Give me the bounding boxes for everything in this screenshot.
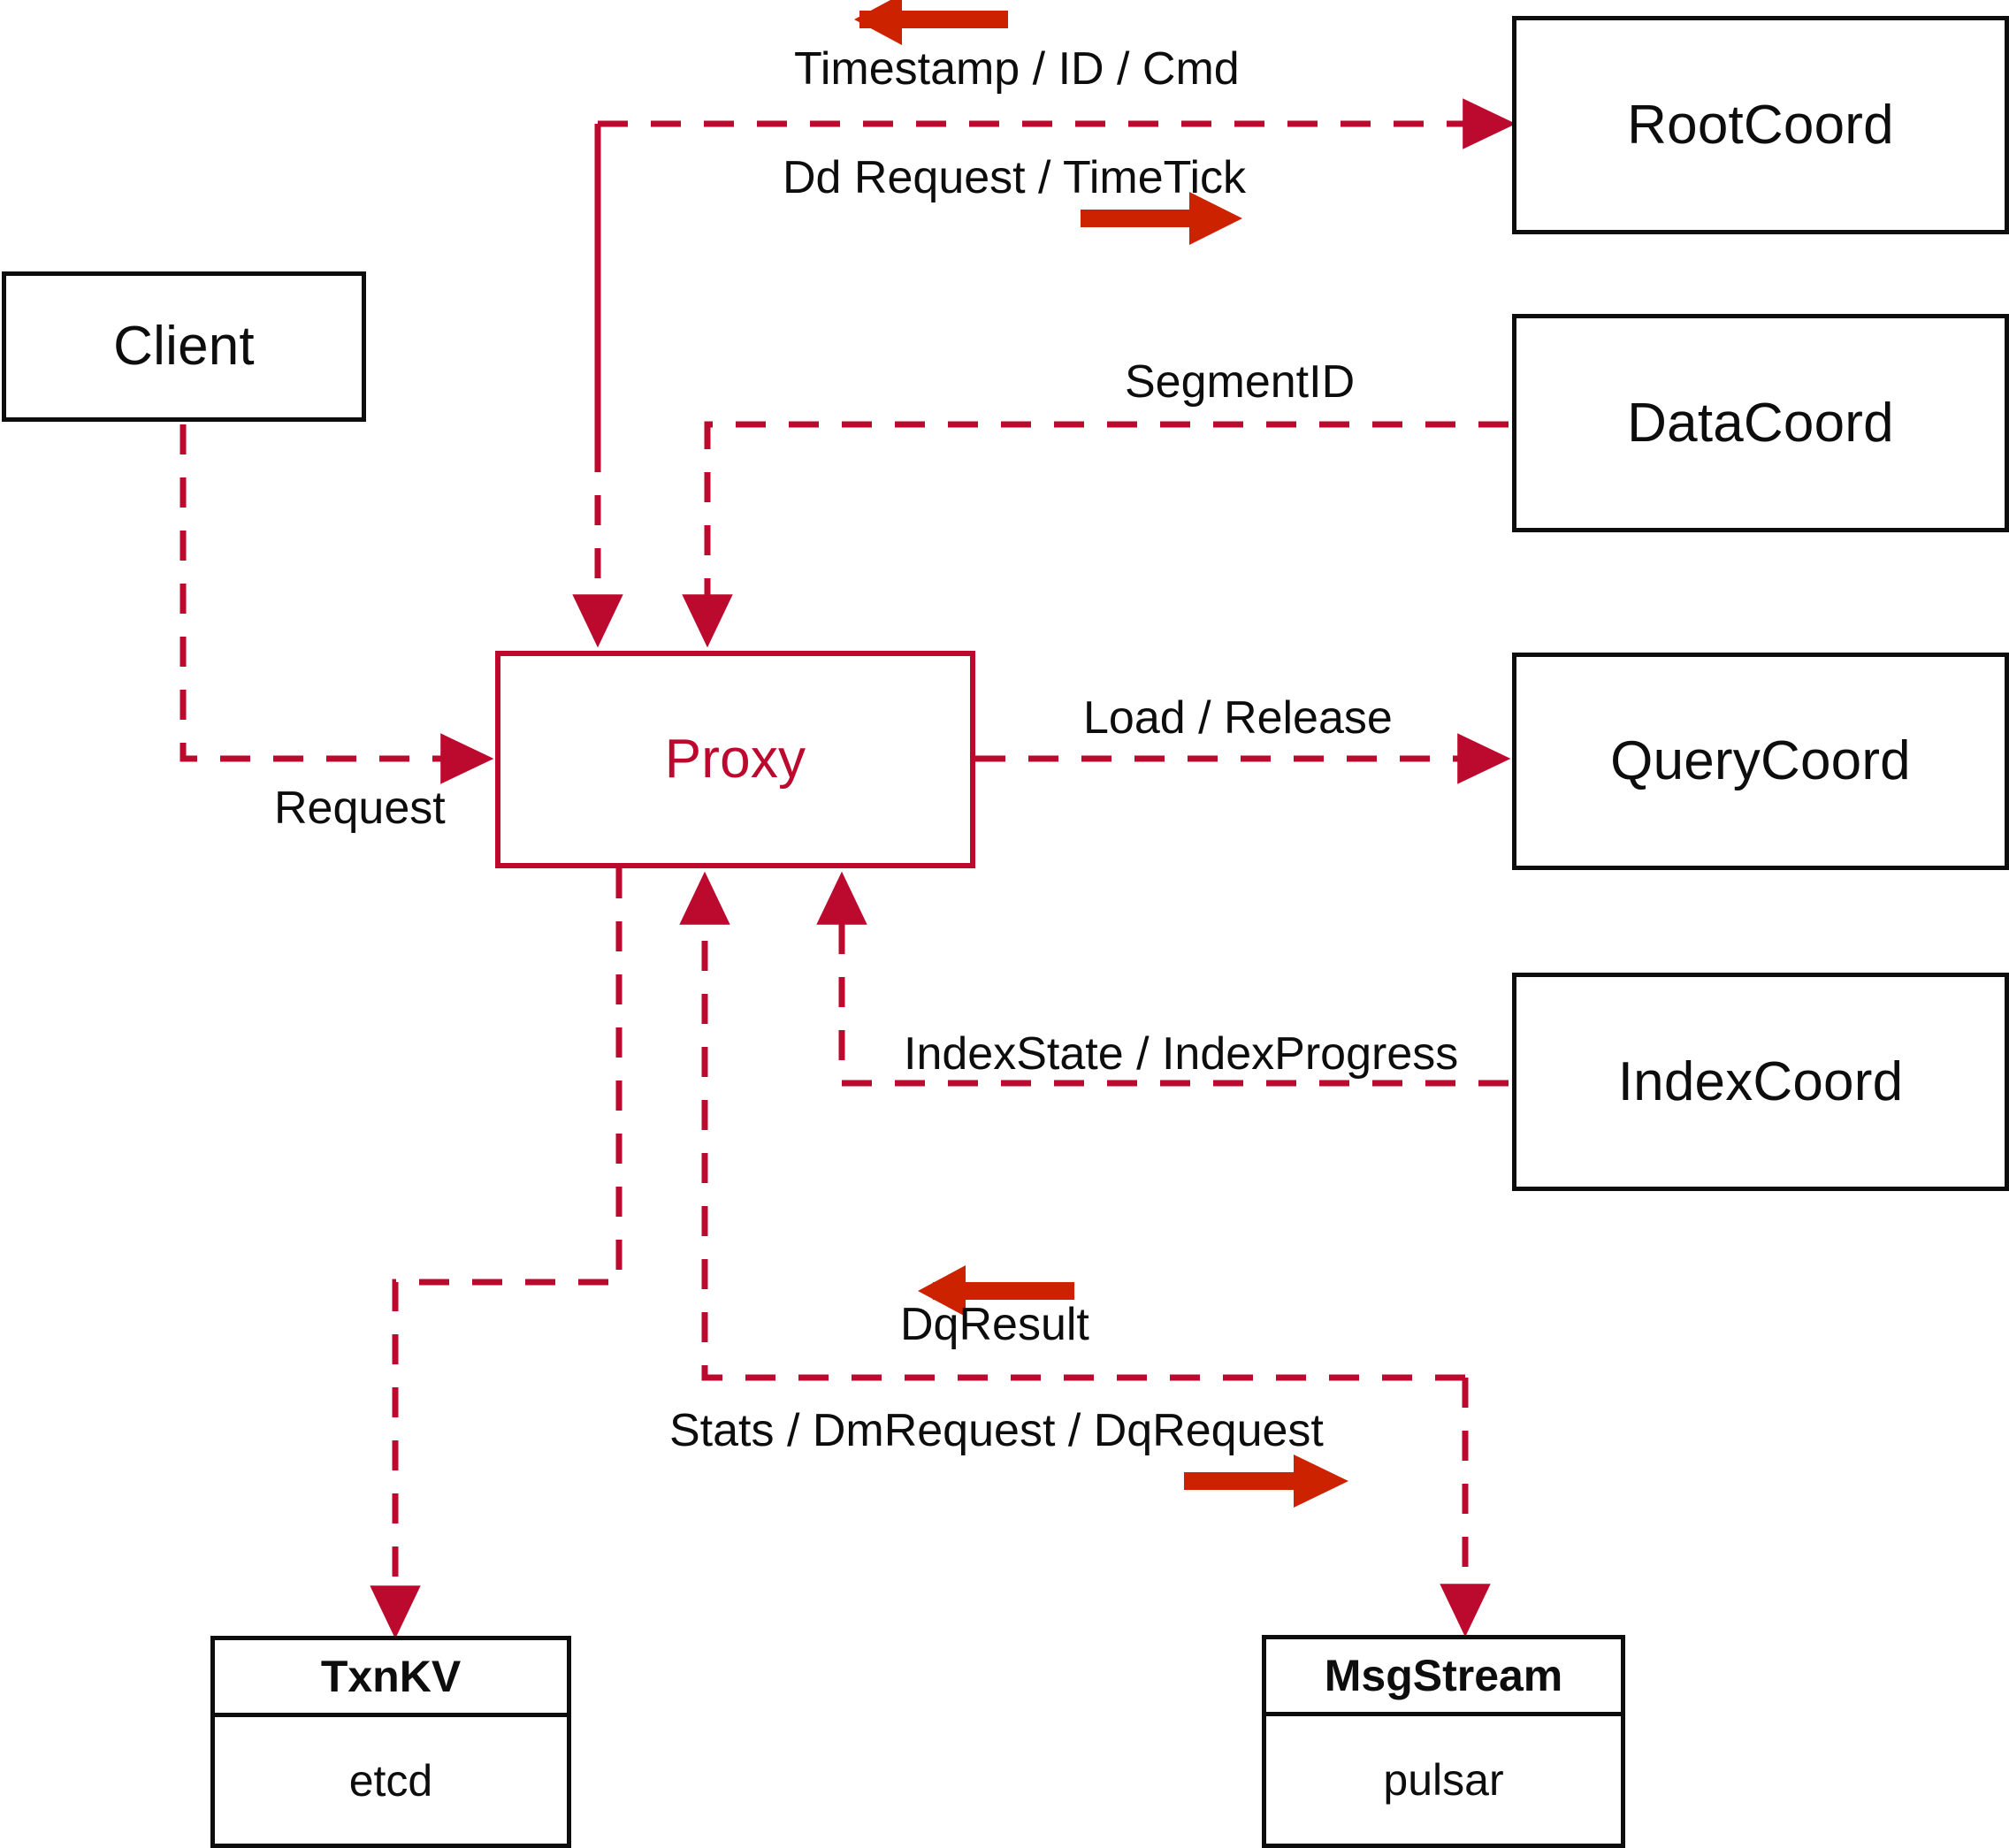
direction-arrow-dqrequest-head [1294,1455,1348,1508]
edge-label-load-release: Load / Release [1083,692,1393,744]
store-txnkv-impl: etcd [348,1755,433,1806]
node-client[interactable]: Client [2,271,366,422]
store-msgstream[interactable]: MsgStream pulsar [1262,1635,1625,1848]
node-querycoord-label: QueryCoord [1610,730,1911,791]
edge-label-timestamp-id-cmd: Timestamp / ID / Cmd [794,43,1240,95]
node-proxy[interactable]: Proxy [495,651,975,868]
edge-label-dd-request-timetick: Dd Request / TimeTick [783,152,1247,203]
direction-arrow-dqresult-head [918,1265,966,1317]
edge-label-index-state-progress: IndexState / IndexProgress [904,1028,1459,1080]
edge-label-dq-result: DqResult [900,1299,1089,1350]
store-msgstream-title: MsgStream [1266,1639,1621,1716]
store-msgstream-impl: pulsar [1383,1755,1504,1805]
node-rootcoord[interactable]: RootCoord [1512,16,2009,234]
node-indexcoord[interactable]: IndexCoord [1512,973,2009,1191]
direction-arrow-ddrequest-head [1189,192,1242,245]
store-txnkv[interactable]: TxnKV etcd [210,1636,571,1848]
store-txnkv-title: TxnKV [215,1640,567,1717]
edge-label-stats-dm-dq-request: Stats / DmRequest / DqRequest [669,1405,1324,1456]
edge-proxy-to-txnkv [370,868,623,1639]
node-datacoord-label: DataCoord [1627,392,1894,454]
node-datacoord[interactable]: DataCoord [1512,314,2009,532]
node-rootcoord-label: RootCoord [1627,94,1894,156]
edge-label-segment-id: SegmentID [1125,356,1356,408]
edge-datacoord-to-proxy [682,421,1509,648]
edge-client-to-proxy [180,424,494,784]
edge-msgstream-to-proxy [679,871,1465,1381]
node-querycoord[interactable]: QueryCoord [1512,653,2009,870]
node-indexcoord-label: IndexCoord [1617,1050,1904,1112]
node-client-label: Client [113,316,255,377]
node-proxy-label: Proxy [664,729,806,790]
edge-label-request: Request [274,783,446,834]
edge-indexcoord-to-proxy [816,871,1509,1087]
direction-arrow-timestamp-head [854,0,902,45]
